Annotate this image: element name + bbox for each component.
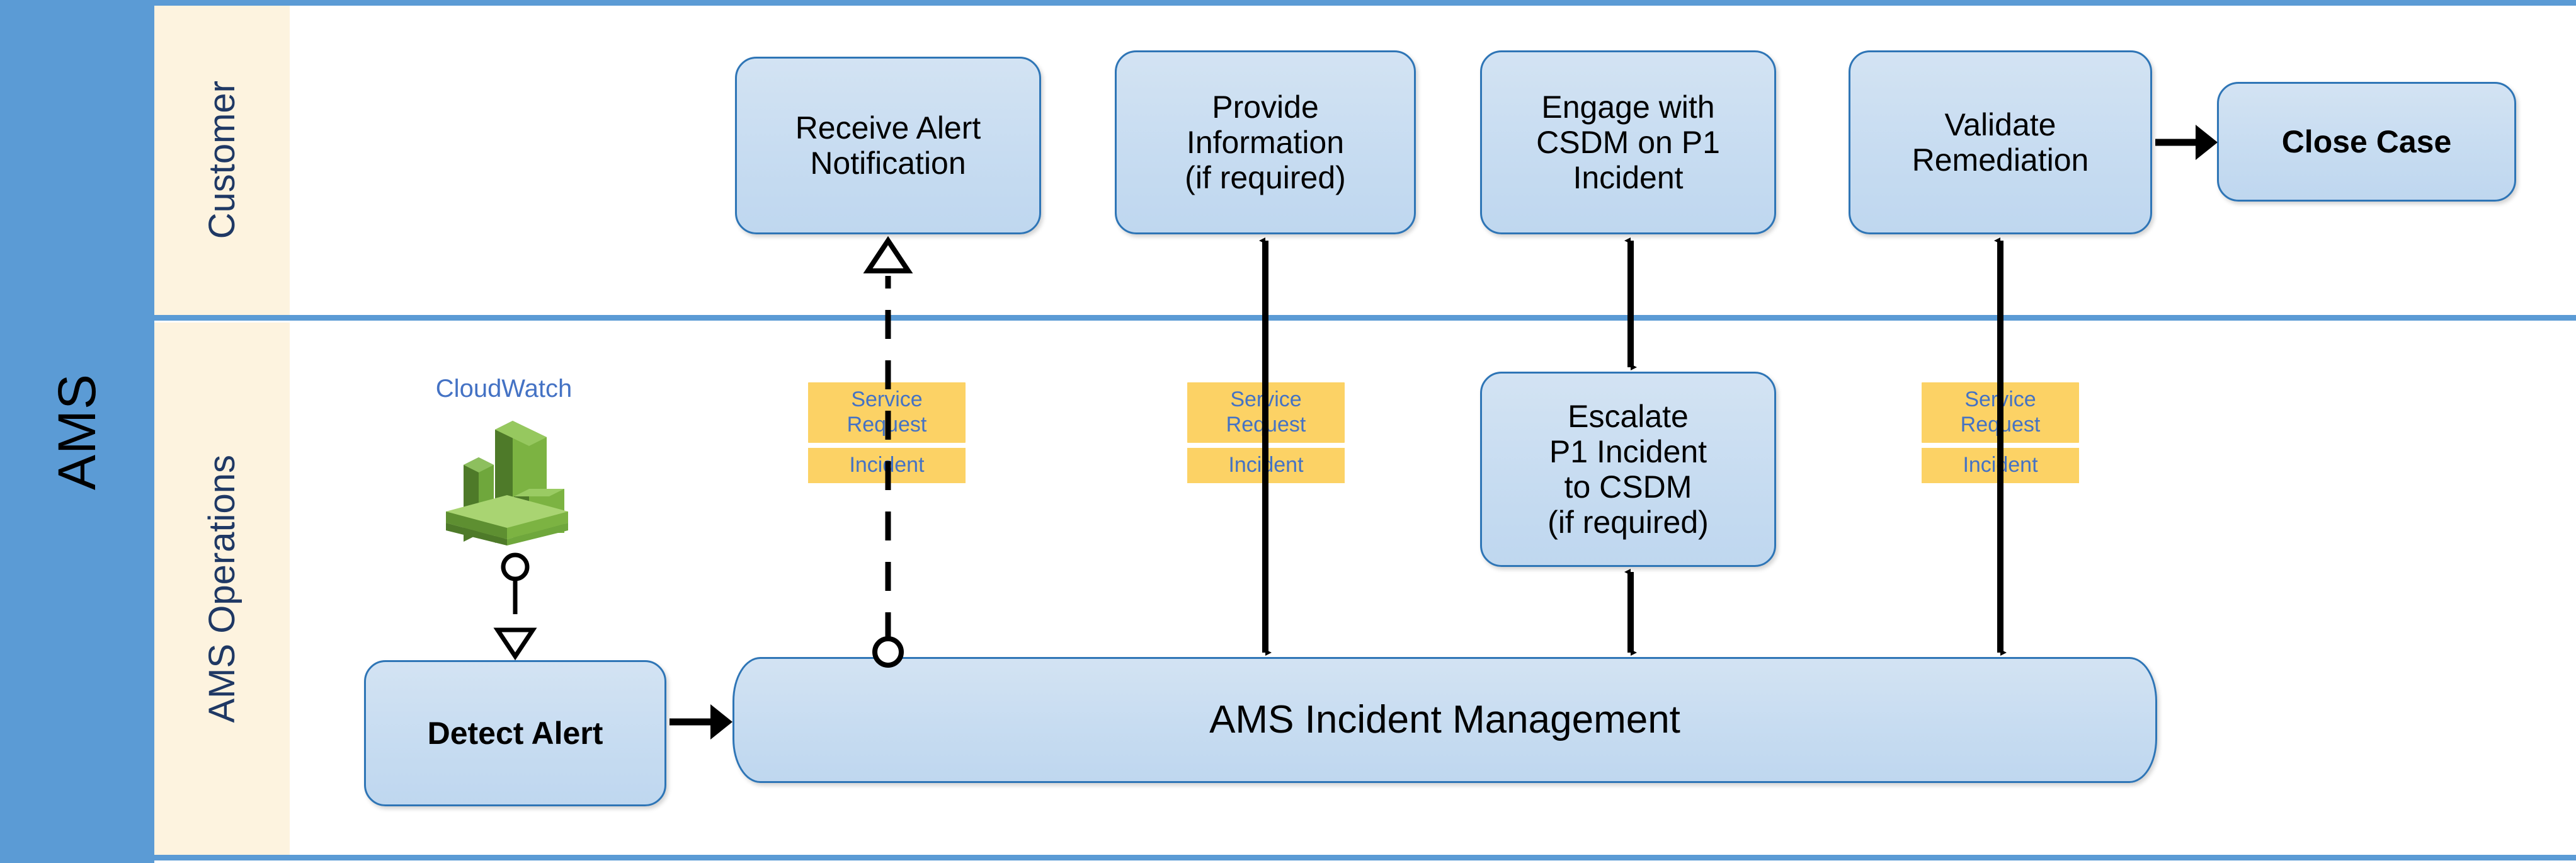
node-escalate-p1-incident[interactable]: Escalate P1 Incident to CSDM (if require…: [1480, 372, 1776, 567]
tag-group-provide-information: Service Request Incident: [1187, 382, 1345, 484]
lane-header-ams-operations: AMS Operations: [154, 323, 290, 855]
node-validate-remediation[interactable]: Validate Remediation: [1849, 50, 2152, 234]
tag-group-receive-alert: Service Request Incident: [808, 382, 966, 484]
tag-group-validate-remediation: Service Request Incident: [1922, 382, 2079, 484]
org-band-ams: [0, 0, 154, 863]
lane-label-ams-operations: AMS Operations: [202, 455, 242, 723]
tag-service-request: Service Request: [808, 382, 966, 443]
node-ams-incident-management[interactable]: AMS Incident Management: [732, 657, 2157, 783]
lane-header-customer: Customer: [154, 5, 290, 315]
lane-divider-middle: [154, 315, 2576, 321]
lane-divider-bottom: [154, 855, 2576, 860]
node-close-case[interactable]: Close Case: [2217, 82, 2516, 202]
cloudwatch-icon: [435, 416, 579, 548]
tag-service-request: Service Request: [1922, 382, 2079, 443]
node-detect-alert[interactable]: Detect Alert: [364, 660, 666, 806]
node-receive-alert-notification[interactable]: Receive Alert Notification: [735, 57, 1041, 234]
tag-separator: [1922, 443, 2079, 448]
tag-incident: Incident: [1187, 448, 1345, 484]
lane-divider-top: [154, 0, 2576, 6]
lane-body-customer: [290, 5, 2576, 315]
lane-label-customer: Customer: [202, 81, 242, 239]
cloudwatch-label: CloudWatch: [435, 375, 573, 403]
node-provide-information[interactable]: Provide Information (if required): [1115, 50, 1416, 234]
tag-separator: [808, 443, 966, 448]
tag-separator: [1187, 443, 1345, 448]
tag-incident: Incident: [1922, 448, 2079, 484]
org-band-label: AMS: [47, 373, 106, 490]
node-engage-with-csdm[interactable]: Engage with CSDM on P1 Incident: [1480, 50, 1776, 234]
tag-incident: Incident: [808, 448, 966, 484]
tag-service-request: Service Request: [1187, 382, 1345, 443]
